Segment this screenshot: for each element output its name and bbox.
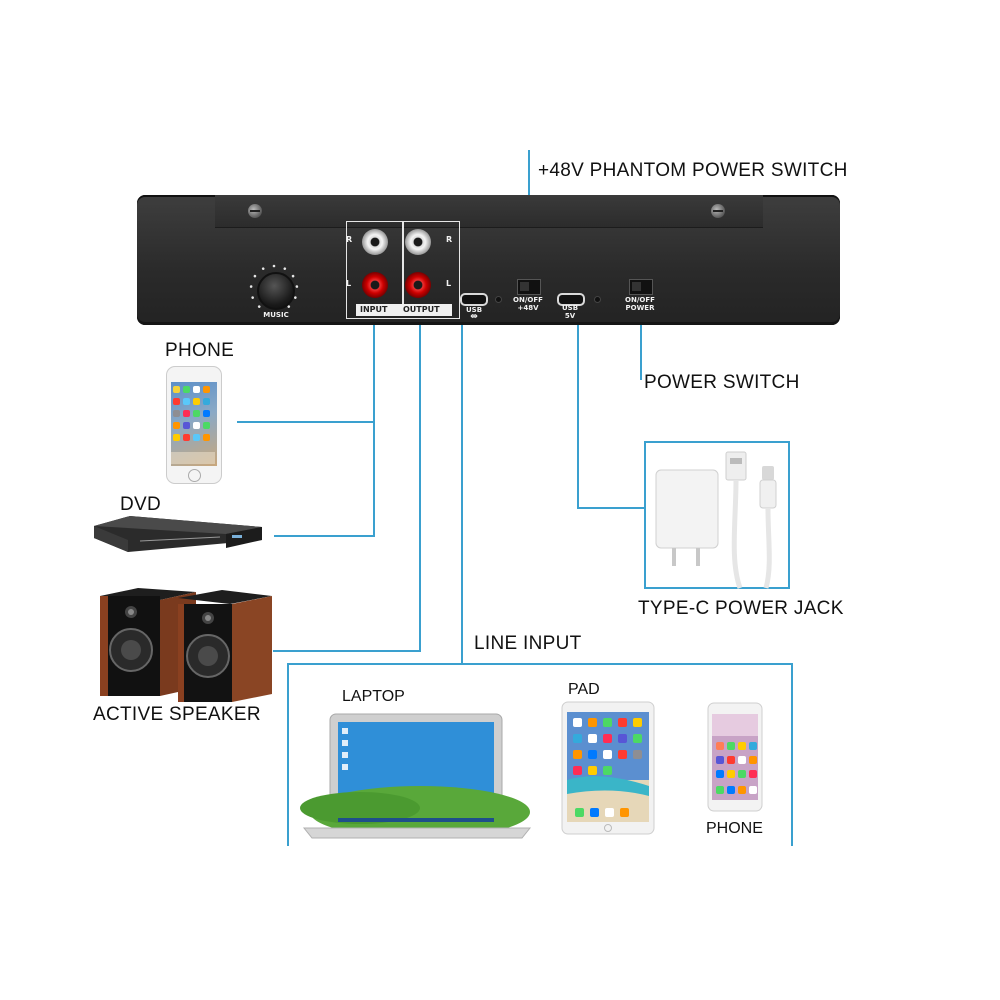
music-knob[interactable] [257, 272, 295, 310]
output-l-rca-jack[interactable] [405, 272, 431, 298]
rca-l-left-label: L [346, 279, 352, 288]
usb-audio-label: USB [465, 306, 483, 314]
active-speaker-label: ACTIVE SPEAKER [93, 704, 261, 725]
input-l-rca-jack[interactable] [362, 272, 388, 298]
rca-divider [402, 221, 404, 306]
power-switch-label: POWER SWITCH [644, 372, 800, 393]
input-line [274, 318, 375, 537]
screw-icon [711, 204, 725, 218]
usb-audio-led [495, 296, 502, 303]
phantom-switch-label: +48V PHANTOM POWER SWITCH [538, 160, 848, 181]
io-label-strip [356, 304, 452, 316]
power-switch[interactable] [629, 279, 653, 295]
laptop-label: LAPTOP [342, 688, 405, 705]
phantom-power-switch[interactable] [517, 279, 541, 295]
output-r-rca-jack[interactable] [405, 229, 431, 255]
usb5v-label-2: 5V [564, 312, 576, 320]
input-label: INPUT [360, 305, 388, 314]
line-input-box [287, 663, 793, 846]
mounting-rail [215, 195, 763, 228]
pad-label: PAD [568, 681, 600, 698]
power-onoff-label: ON/OFF [625, 296, 655, 304]
rca-r-right-label: R [446, 235, 453, 244]
usb-5v-port[interactable] [557, 293, 585, 306]
rca-r-left-label: R [346, 235, 353, 244]
usb-icon: ⇹ [470, 312, 478, 322]
phone-image [166, 366, 222, 484]
usb-audio-port[interactable] [460, 293, 488, 306]
phantom-48v-label: +48V [517, 304, 539, 312]
power-label: POWER [625, 304, 655, 312]
screw-icon [248, 204, 262, 218]
usb-5v-led [594, 296, 601, 303]
usb5v-line [577, 318, 646, 509]
input-r-rca-jack[interactable] [362, 229, 388, 255]
typec-jack-label: TYPE-C POWER JACK [638, 598, 844, 619]
line-input-label: LINE INPUT [474, 633, 582, 654]
dvd-label: DVD [120, 494, 162, 515]
phone-top-label: PHONE [165, 340, 235, 361]
typec-jack-box [644, 441, 790, 589]
usb5v-label-1: USB [561, 304, 579, 312]
output-line [273, 318, 421, 652]
phone-bottom-label: PHONE [706, 820, 763, 837]
rca-l-right-label: L [446, 279, 452, 288]
output-label: OUTPUT [403, 305, 440, 314]
phantom-onoff-label: ON/OFF [513, 296, 543, 304]
music-label: MUSIC [263, 311, 289, 319]
